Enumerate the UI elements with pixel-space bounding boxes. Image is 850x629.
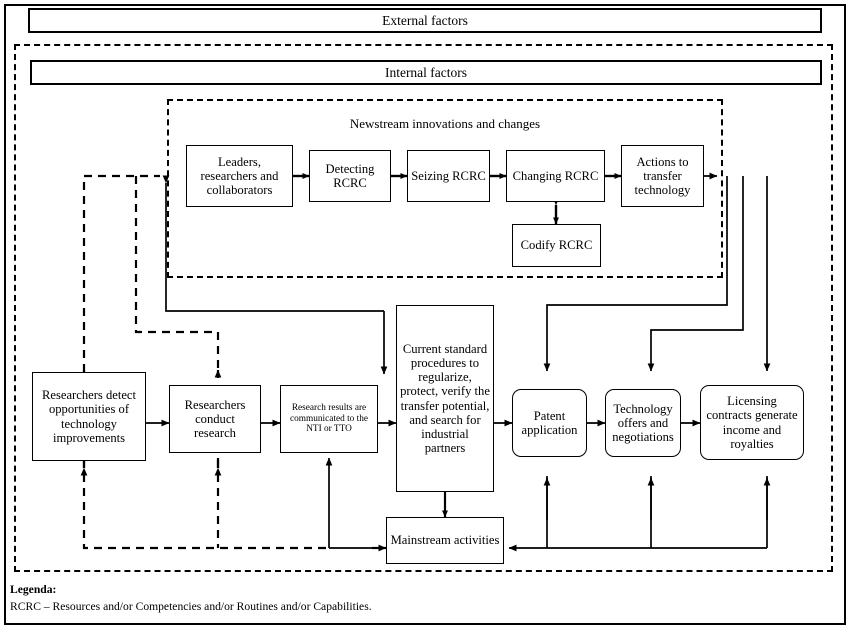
node-conduct-research[interactable]: Researchers conduct research xyxy=(169,385,261,453)
node-technology-offers[interactable]: Technology offers and negotiations xyxy=(605,389,681,457)
node-standard-procedures-label: Current standard procedures to regulariz… xyxy=(400,342,490,455)
legend-title: Legenda: xyxy=(10,583,57,596)
external-factors-band: External factors xyxy=(28,8,822,33)
internal-factors-frame xyxy=(14,44,833,572)
node-leaders-label: Leaders, researchers and collaborators xyxy=(200,154,279,198)
node-detect-opportunities[interactable]: Researchers detect opportunities of tech… xyxy=(32,372,146,461)
node-patent-application-label: Patent application xyxy=(521,408,578,437)
legend-entry: RCRC – Resources and/or Competencies and… xyxy=(10,600,372,613)
internal-factors-band: Internal factors xyxy=(30,60,822,85)
node-codify-rcrc[interactable]: Codify RCRC xyxy=(512,224,601,267)
node-detecting-rcrc-label: Detecting RCRC xyxy=(325,161,375,190)
newstream-title: Newstream innovations and changes xyxy=(349,116,541,131)
node-communicate-results-label: Research results are communicated to the… xyxy=(290,403,368,435)
node-seizing-rcrc-label: Seizing RCRC xyxy=(411,168,486,183)
node-patent-application[interactable]: Patent application xyxy=(512,389,587,457)
node-mainstream-activities-label: Mainstream activities xyxy=(390,533,500,548)
node-leaders[interactable]: Leaders, researchers and collaborators xyxy=(186,145,293,207)
internal-factors-label: Internal factors xyxy=(384,64,468,80)
node-communicate-results[interactable]: Research results are communicated to the… xyxy=(280,385,378,453)
node-detecting-rcrc[interactable]: Detecting RCRC xyxy=(309,150,391,202)
node-changing-rcrc[interactable]: Changing RCRC xyxy=(506,150,605,202)
node-codify-rcrc-label: Codify RCRC xyxy=(520,238,593,253)
node-detect-opportunities-label: Researchers detect opportunities of tech… xyxy=(41,388,137,445)
node-changing-rcrc-label: Changing RCRC xyxy=(512,168,599,183)
node-standard-procedures[interactable]: Current standard procedures to regulariz… xyxy=(396,305,494,492)
node-mainstream-activities[interactable]: Mainstream activities xyxy=(386,517,504,564)
node-conduct-research-label: Researchers conduct research xyxy=(184,397,246,441)
node-actions-transfer-label: Actions to transfer technology xyxy=(634,154,691,198)
node-technology-offers-label: Technology offers and negotiations xyxy=(612,401,674,445)
node-actions-transfer[interactable]: Actions to transfer technology xyxy=(621,145,704,207)
outer-frame xyxy=(4,4,846,625)
node-licensing-contracts-label: Licensing contracts generate income and … xyxy=(706,394,798,451)
newstream-frame xyxy=(167,99,723,278)
external-factors-label: External factors xyxy=(382,12,468,28)
node-seizing-rcrc[interactable]: Seizing RCRC xyxy=(407,150,490,202)
node-licensing-contracts[interactable]: Licensing contracts generate income and … xyxy=(700,385,804,460)
